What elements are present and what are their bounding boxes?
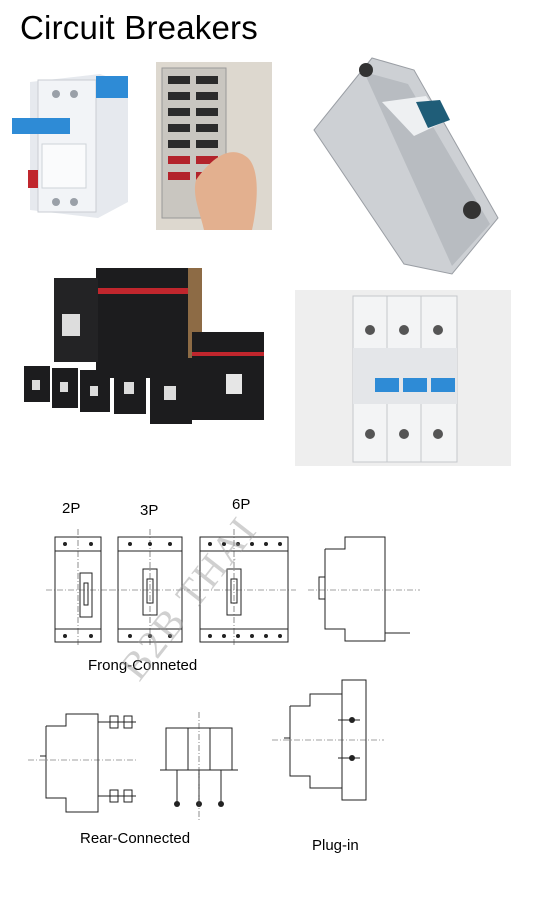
photo-2pole-mcb bbox=[8, 70, 136, 222]
diagram-plug-in bbox=[272, 679, 384, 801]
label-3p: 3P bbox=[140, 502, 159, 519]
diagram-rear-side bbox=[28, 713, 136, 813]
diagram-side-view bbox=[308, 536, 420, 642]
diagram-2p-front bbox=[46, 529, 110, 647]
diagram-rear-front bbox=[160, 712, 238, 820]
page-title: Circuit Breakers bbox=[20, 9, 258, 46]
photo-3pole-mcb bbox=[295, 290, 511, 466]
caption-plug-in: Plug-in bbox=[312, 837, 359, 854]
photo-panel-hand bbox=[156, 62, 272, 230]
diagram-3p-front bbox=[110, 529, 190, 647]
photo-single-mcb bbox=[302, 52, 510, 276]
caption-rear-connected: Rear-Connected bbox=[80, 830, 191, 847]
photo-moulded-case bbox=[22, 254, 270, 432]
diagram-6p-front bbox=[192, 529, 296, 647]
label-6p: 6P bbox=[232, 496, 251, 513]
diagram-rear-connected bbox=[28, 712, 238, 820]
label-2p: 2P bbox=[62, 500, 81, 517]
diagram-front-connected bbox=[46, 529, 420, 647]
caption-front-connected: Frong-Conneted bbox=[88, 657, 198, 674]
